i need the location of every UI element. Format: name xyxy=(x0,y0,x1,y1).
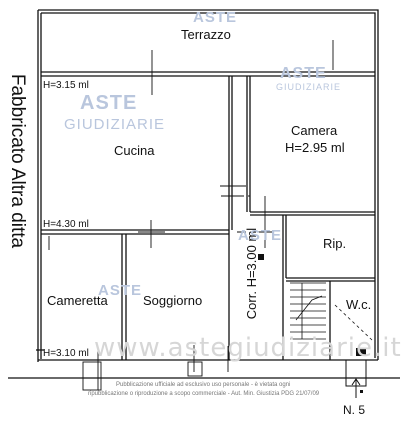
room-terrazzo: Terrazzo xyxy=(181,27,231,42)
civic-number: N. 5 xyxy=(343,403,366,417)
watermark-sub-3: GIUDIZIARIE xyxy=(276,82,342,92)
watermark-site: www.astegiudiziarie.it xyxy=(94,333,402,363)
height-bottom: H=3.10 ml xyxy=(43,348,89,359)
watermark-brand-1: ASTE xyxy=(193,9,238,26)
door-ticks xyxy=(48,40,334,390)
room-cucina: Cucina xyxy=(114,143,155,158)
room-soggiorno: Soggiorno xyxy=(143,293,203,308)
watermark-brand-2: ASTE xyxy=(80,92,138,114)
fixtures xyxy=(258,254,366,393)
outer-wall xyxy=(38,9,379,360)
stairs xyxy=(290,282,326,340)
watermark-note-2: ripubblicazione o riproduzione a scopo c… xyxy=(88,391,320,397)
room-rip: Rip. xyxy=(323,236,347,251)
watermark-note-1: Pubblicazione ufficiale ad esclusivo uso… xyxy=(116,382,291,388)
room-wc: W.c. xyxy=(346,297,372,312)
side-title: Fabbricato Altra ditta xyxy=(7,73,29,249)
watermark-brand-5: ASTE xyxy=(98,282,143,299)
camera-height: H=2.95 ml xyxy=(285,140,345,155)
height-middle: H=4.30 ml xyxy=(43,219,89,230)
bottom-door xyxy=(82,361,102,391)
stairs-arrow xyxy=(295,295,323,321)
height-top: H=3.15 ml xyxy=(43,80,89,91)
entrance-arrow xyxy=(351,378,361,398)
watermark-brand-3: ASTE xyxy=(280,65,327,82)
watermark-sub-2: GIUDIZIARIE xyxy=(64,116,166,133)
wc-door-swing xyxy=(334,304,373,341)
watermark-brand-4: ASTE xyxy=(238,227,283,244)
room-cameretta: Cameretta xyxy=(47,293,108,308)
room-camera: Camera xyxy=(291,123,338,138)
bottom-door-2 xyxy=(187,361,203,377)
